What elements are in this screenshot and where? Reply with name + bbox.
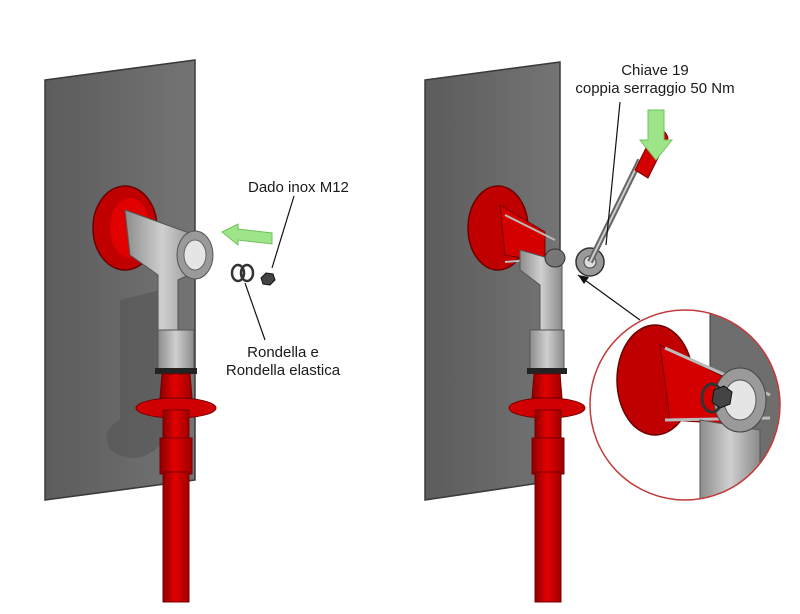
left-green-arrow: [221, 223, 273, 247]
nut-icon: [260, 272, 276, 286]
wrench-label-line1: Chiave 19: [621, 62, 689, 79]
washers-label-line1: Rondella e: [247, 344, 319, 361]
washers-label: Rondella e Rondella elastica: [208, 344, 358, 380]
right-green-arrow: [638, 109, 674, 161]
washers-icon: [230, 263, 255, 283]
nut-label: Dado inox M12: [248, 179, 349, 196]
right-assembly: [424, 61, 674, 603]
washers-label-line2: Rondella elastica: [225, 362, 341, 379]
zoom-detail-circle: [589, 309, 781, 501]
left-assembly: [44, 59, 295, 603]
wrench-label-line2: coppia serraggio 50 Nm: [575, 80, 735, 97]
wrench-label: Chiave 19 coppia serraggio 50 Nm: [560, 62, 750, 98]
